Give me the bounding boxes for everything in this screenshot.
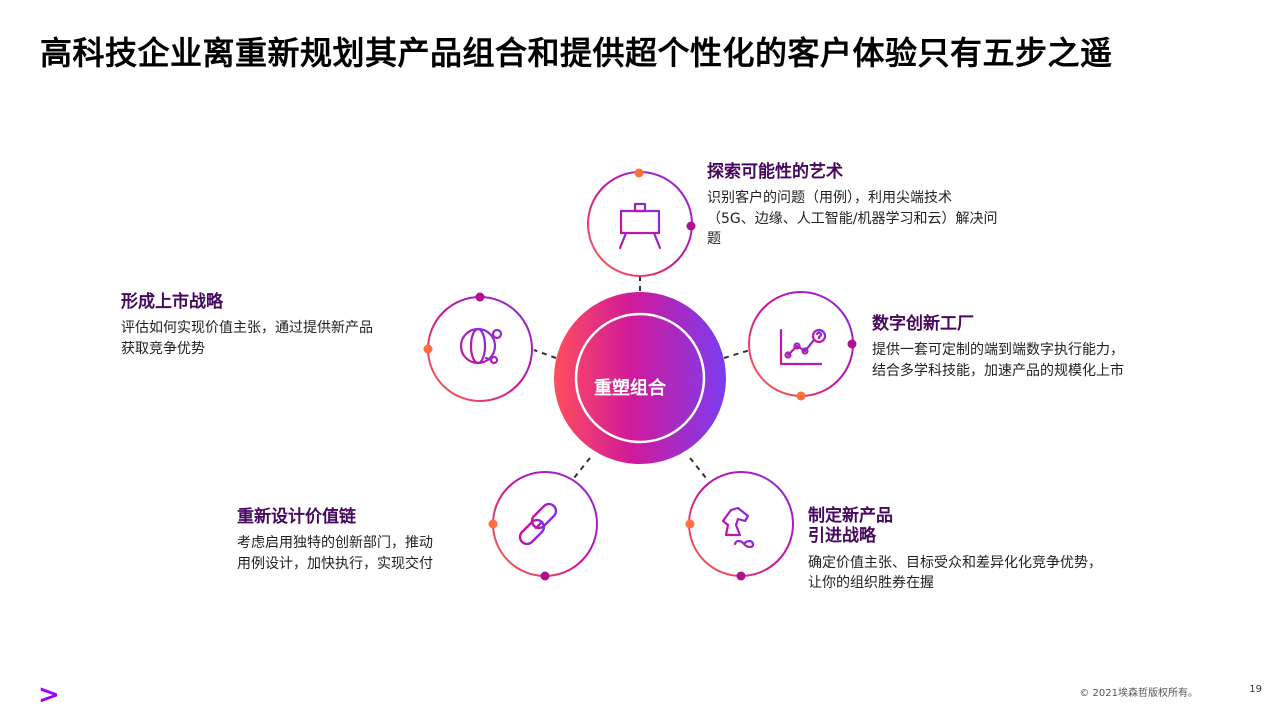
easel-icon (615, 202, 665, 250)
body-strategy: 确定价值主张、目标受众和差异化化竞争优势， 让你的组织胜券在握 (808, 554, 1102, 592)
text-block-factory: 数字创新工厂 提供一套可定制的端到端数字执行能力， 结合多学科技能，加速产品的规… (872, 314, 1202, 381)
node-art (587, 168, 696, 277)
node-factory (748, 291, 857, 401)
analytics-chart-icon (779, 328, 827, 366)
body-market: 评估如何实现价值主张，通过提供新产品 获取竞争优势 (121, 320, 373, 357)
body-factory: 提供一套可定制的端到端数字执行能力， 结合多学科技能，加速产品的规模化上市 (872, 342, 1124, 379)
connector-bottom-left (573, 457, 591, 479)
connector-left (533, 349, 557, 359)
text-block-value-chain: 重新设计价值链 考虑启用独特的创新部门，推动 用例设计，加快执行，实现交付 (237, 507, 487, 574)
body-art: 识别客户的问题（用例），利用尖端技术 （5G、边缘、人工智能/机器学习和云）解决… (707, 190, 998, 247)
globe-network-icon (459, 327, 503, 365)
node-strategy (685, 471, 794, 581)
node-value-chain (488, 471, 598, 581)
connector-bottom-right (689, 457, 707, 479)
heading-art: 探索可能性的艺术 (707, 162, 843, 182)
chess-knight-icon (720, 506, 755, 549)
brand-logo: > (38, 680, 60, 710)
heading-factory: 数字创新工厂 (872, 314, 974, 334)
heading-market: 形成上市战略 (121, 292, 223, 312)
heading-value-chain: 重新设计价值链 (237, 507, 356, 527)
body-value-chain: 考虑启用独特的创新部门，推动 用例设计，加快执行，实现交付 (237, 535, 433, 572)
text-block-strategy: 制定新产品 引进战略 确定价值主张、目标受众和差异化化竞争优势， 让你的组织胜券… (808, 506, 1188, 593)
text-block-art: 探索可能性的艺术 识别客户的问题（用例），利用尖端技术 （5G、边缘、人工智能/… (707, 162, 1067, 249)
center-hub (554, 292, 726, 464)
node-market (423, 292, 533, 402)
page-number: 19 (1249, 684, 1262, 695)
text-block-market: 形成上市战略 评估如何实现价值主张，通过提供新产品 获取竞争优势 (121, 292, 421, 359)
connector-right (723, 349, 751, 359)
chain-link-icon (518, 502, 558, 546)
heading-strategy: 制定新产品 引进战略 (808, 506, 893, 547)
center-label: 重塑组合 (594, 378, 666, 399)
copyright-text: © 2021埃森哲版权所有。 (1079, 688, 1198, 699)
slide-title: 高科技企业离重新规划其产品组合和提供超个性化的客户体验只有五步之遥 (40, 34, 1113, 72)
